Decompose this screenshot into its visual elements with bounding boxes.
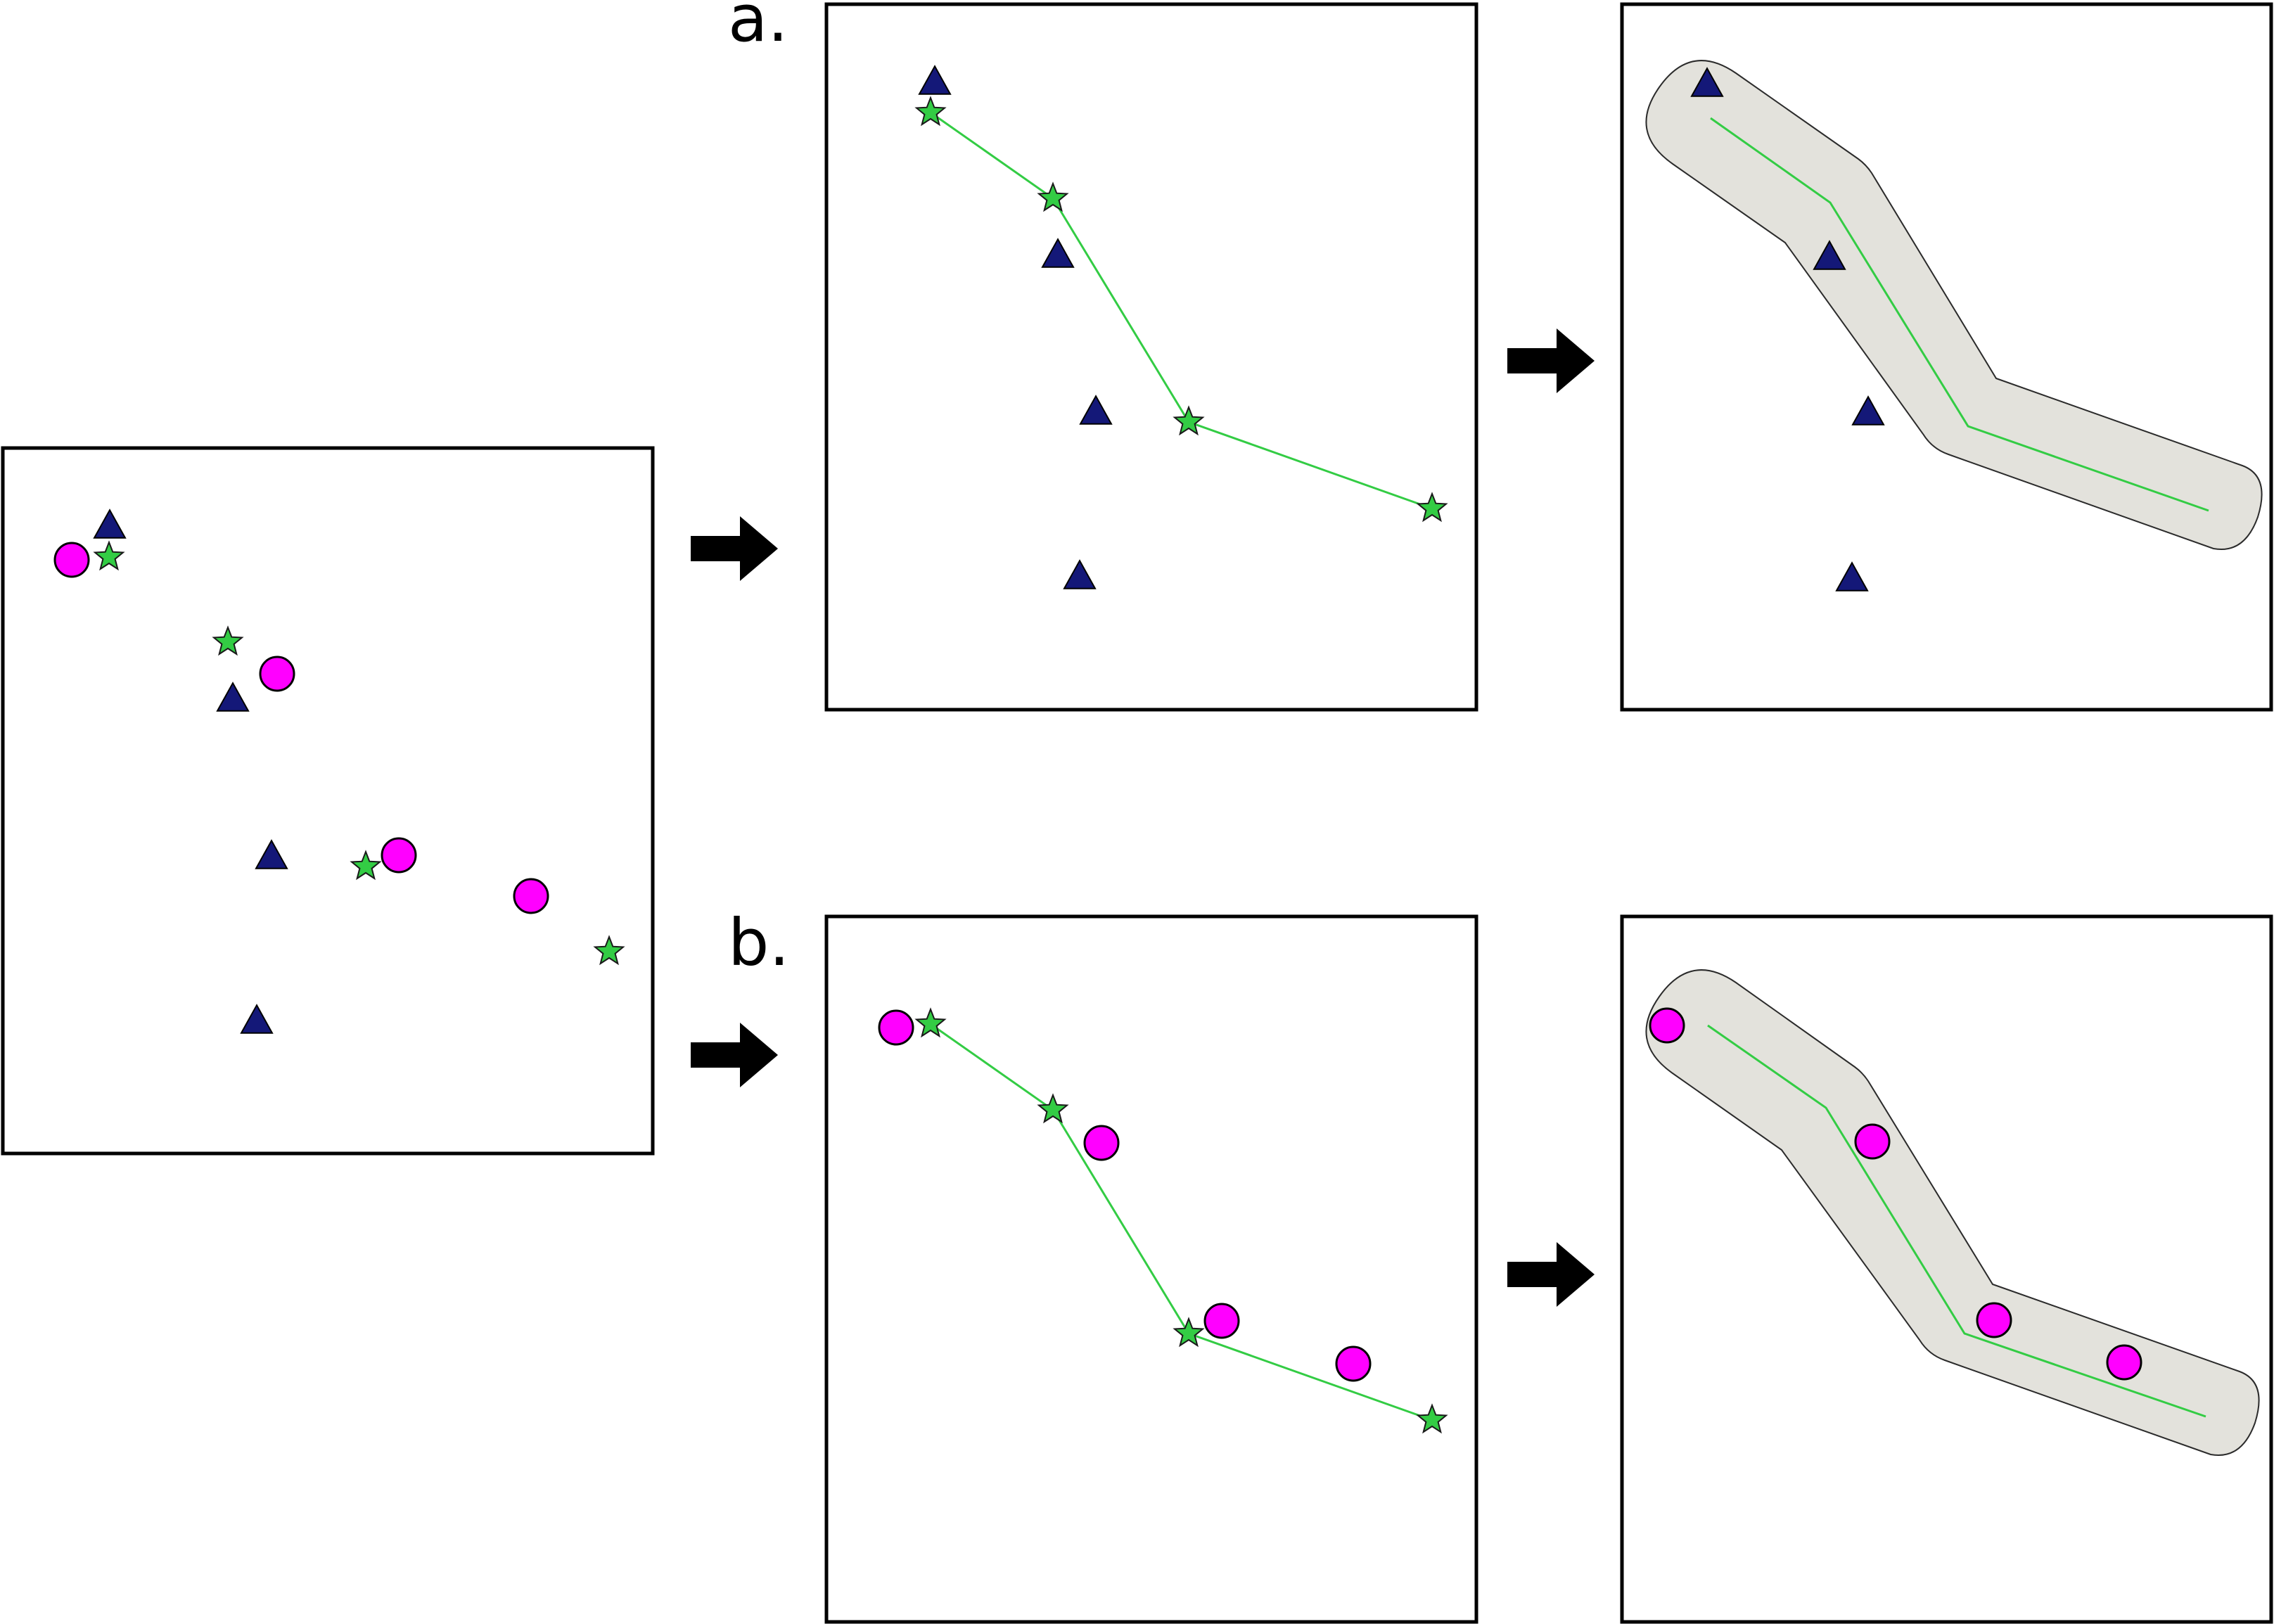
- panel-label-a: a.: [728, 0, 788, 56]
- triangle-marker: [1813, 240, 1846, 270]
- arrow-right: [1507, 1242, 1595, 1307]
- star-marker: [914, 96, 947, 127]
- triangle-marker: [1041, 238, 1075, 268]
- triangle-marker: [1063, 559, 1097, 589]
- input-panel-markers: [53, 509, 625, 1034]
- circle-marker: [1203, 1303, 1240, 1339]
- panel-b-route: [824, 914, 1478, 1624]
- arrow-right: [691, 1023, 778, 1087]
- arrow-right: [691, 516, 778, 581]
- route-buffer: [1645, 969, 2260, 1456]
- circle-marker: [1649, 1007, 1685, 1044]
- circle-marker: [1083, 1125, 1120, 1161]
- star-marker: [93, 540, 125, 571]
- panel-a-route-markers: [914, 65, 1448, 589]
- star-marker: [1173, 1317, 1205, 1348]
- panel-b-route-frame: [824, 914, 1478, 1624]
- circle-marker: [2106, 1344, 2142, 1381]
- triangle-marker: [216, 682, 250, 712]
- panel-b-buffer-markers: [1649, 1007, 2142, 1381]
- star-marker: [593, 935, 625, 966]
- input-panel-frame: [1, 446, 655, 1156]
- panel-b-buffer: [1620, 914, 2273, 1624]
- triangle-marker: [1835, 561, 1869, 592]
- route-line: [930, 1023, 1433, 1421]
- circle-marker: [1335, 1345, 1372, 1382]
- star-marker: [212, 625, 244, 656]
- triangle-marker: [918, 65, 952, 95]
- star-marker: [1416, 492, 1448, 523]
- star-marker: [1037, 181, 1069, 212]
- star-marker: [1173, 405, 1205, 436]
- triangle-marker: [255, 839, 288, 869]
- triangle-marker: [1079, 395, 1113, 425]
- route-buffer: [1645, 60, 2263, 550]
- star-marker: [914, 1007, 947, 1038]
- circle-marker: [53, 542, 90, 578]
- route-line: [1710, 117, 2209, 512]
- star-marker: [350, 850, 382, 881]
- arrows: [691, 328, 1595, 1307]
- triangle-marker: [1851, 395, 1885, 426]
- panel-label-b: b.: [728, 905, 790, 980]
- circle-marker: [381, 837, 417, 874]
- arrow-right: [1507, 328, 1595, 393]
- panel-a-buffer: [1620, 2, 2273, 712]
- star-marker: [1037, 1093, 1069, 1124]
- circle-marker: [878, 1009, 914, 1046]
- input-panel: [1, 446, 655, 1156]
- triangle-marker: [93, 509, 127, 539]
- circle-marker: [513, 878, 549, 914]
- panel-a-route: [824, 2, 1478, 712]
- triangle-marker: [240, 1004, 274, 1034]
- route-line: [1707, 1024, 2206, 1418]
- circle-marker: [1854, 1123, 1891, 1160]
- triangle-marker: [1690, 67, 1724, 97]
- circle-marker: [259, 656, 295, 692]
- route-line: [930, 111, 1433, 510]
- panel-a-buffer-markers: [1690, 67, 1885, 592]
- star-marker: [1416, 1403, 1448, 1434]
- panel-b-route-markers: [878, 1007, 1448, 1434]
- circle-marker: [1976, 1302, 2012, 1338]
